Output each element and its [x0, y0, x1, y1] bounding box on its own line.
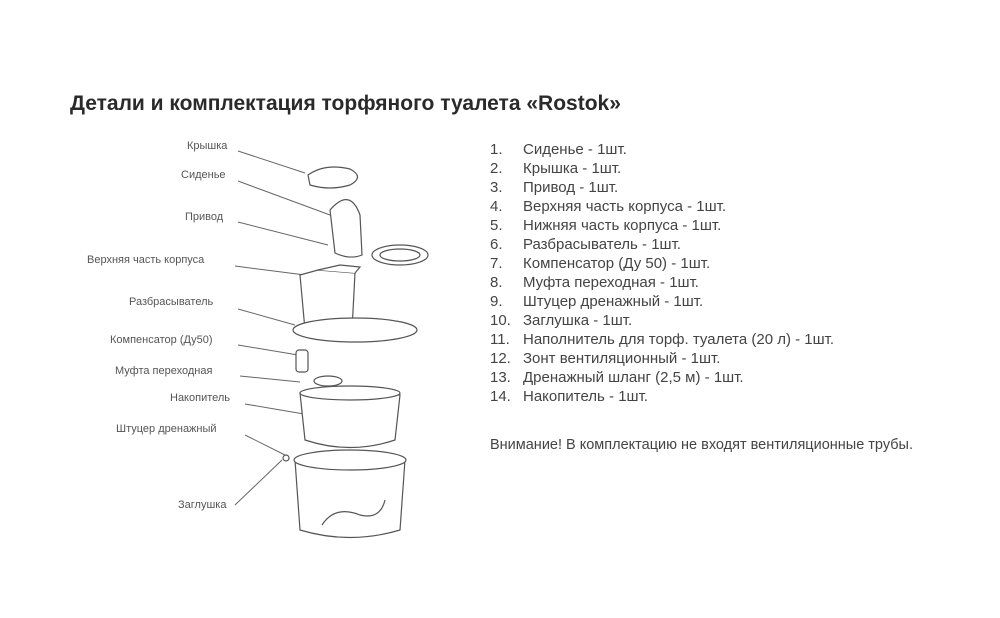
list-item: 8.Муфта переходная - 1шт. — [490, 273, 834, 292]
leader-line — [235, 460, 282, 505]
drive-shape — [330, 200, 362, 257]
list-item: 13.Дренажный шланг (2,5 м) - 1шт. — [490, 368, 834, 387]
lid-shape — [308, 167, 358, 188]
list-item: 2.Крышка - 1шт. — [490, 159, 834, 178]
list-item: 10.Заглушка - 1шт. — [490, 311, 834, 330]
list-item: 12.Зонт вентиляционный - 1шт. — [490, 349, 834, 368]
list-item: 14.Накопитель - 1шт. — [490, 387, 834, 406]
container-shape — [300, 393, 400, 448]
leader-line — [238, 151, 305, 173]
list-item: 6.Разбрасыватель - 1шт. — [490, 235, 834, 254]
warning-note: Внимание! В комплектацию не входят венти… — [490, 436, 950, 455]
toilet-drawing — [60, 125, 480, 585]
ring-inner — [380, 249, 420, 261]
upper-body-rim — [293, 318, 417, 342]
list-item: 1.Сиденье - 1шт. — [490, 140, 834, 159]
leader-line — [235, 266, 305, 275]
list-item: 11.Наполнитель для торф. туалета (20 л) … — [490, 330, 834, 349]
compensator-shape — [296, 350, 308, 372]
leader-line — [245, 435, 285, 455]
leader-line — [238, 345, 298, 355]
adapter-shape — [314, 376, 342, 386]
exploded-diagram: Крышка Сиденье Привод Верхняя часть корп… — [60, 125, 480, 585]
parts-list: 1.Сиденье - 1шт. 2.Крышка - 1шт. 3.Приво… — [490, 140, 834, 406]
list-item: 7.Компенсатор (Ду 50) - 1шт. — [490, 254, 834, 273]
list-item: 3.Привод - 1шт. — [490, 178, 834, 197]
list-item: 9.Штуцер дренажный - 1шт. — [490, 292, 834, 311]
leader-line — [238, 309, 295, 325]
list-item: 4.Верхняя часть корпуса - 1шт. — [490, 197, 834, 216]
leader-line — [240, 376, 300, 382]
page-title: Детали и комплектация торфяного туалета … — [70, 92, 621, 116]
list-item: 5.Нижняя часть корпуса - 1шт. — [490, 216, 834, 235]
leader-line — [245, 404, 310, 415]
leader-line — [238, 222, 328, 245]
lower-body-shape — [295, 460, 405, 538]
drain-fitting-shape — [283, 455, 289, 461]
